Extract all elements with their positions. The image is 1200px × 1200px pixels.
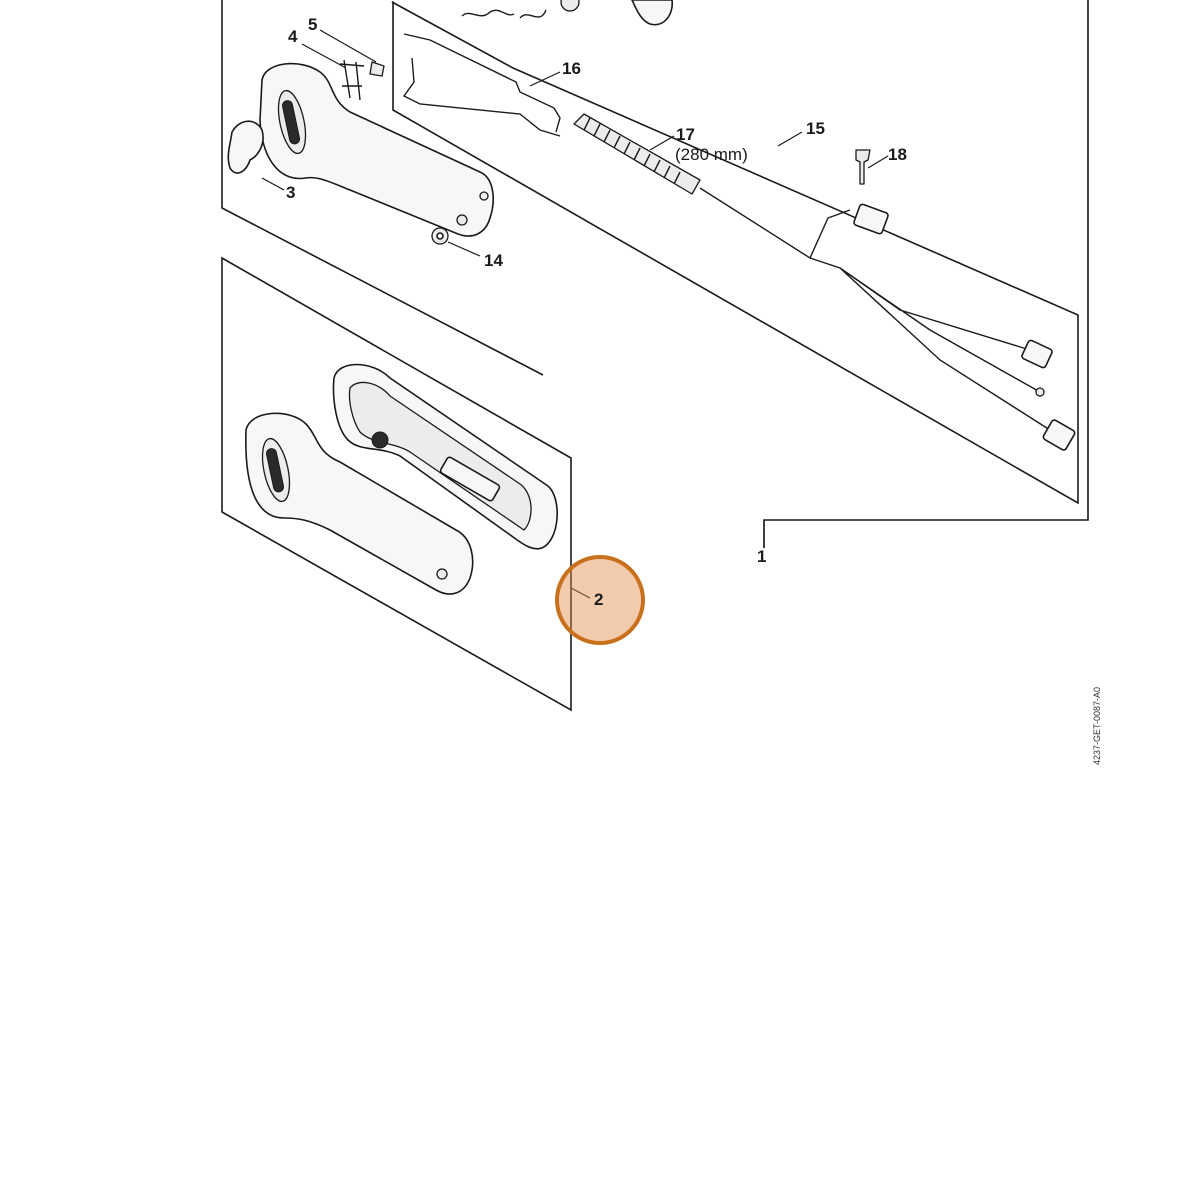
cable-kit-frame [391, 1, 1079, 505]
handle-half-rib [439, 456, 501, 502]
control-handle-upper [259, 62, 494, 237]
callout-14: 14 [484, 251, 503, 270]
handle-closed-slot-inner [265, 448, 285, 493]
callout-1: 1 [757, 547, 766, 566]
callout-2[interactable]: 2 [594, 590, 603, 609]
throttle-rod-part [402, 33, 561, 137]
connector-upper [853, 203, 889, 235]
assembly-frame-outline [763, 0, 1089, 548]
handle-slot-inner [281, 100, 301, 145]
handle-closed-hole [436, 568, 448, 580]
nut-part-hole [436, 232, 444, 240]
drawing-code: 4237-GET-0087-A0 [1092, 687, 1102, 765]
leader-15 [777, 131, 803, 147]
handle-set-frame [221, 256, 572, 712]
cable-length-note: (280 mm) [675, 145, 748, 164]
handle-half-boss [371, 431, 389, 449]
leader-3 [261, 177, 285, 191]
callout-5: 5 [308, 15, 317, 34]
callout-15: 15 [806, 119, 825, 138]
handle-end-top [631, 0, 674, 26]
callout-16: 16 [562, 59, 581, 78]
leader-16 [529, 71, 561, 87]
spring-part-top [461, 9, 547, 19]
roller-top [560, 0, 580, 12]
upper-left-frame [221, 0, 544, 376]
callout-18: 18 [888, 145, 907, 164]
leader-4 [301, 43, 347, 69]
wire-terminal [1035, 387, 1045, 397]
callout-4: 4 [288, 27, 298, 46]
callout-2-highlight[interactable] [555, 555, 645, 645]
handle-hole [456, 214, 468, 226]
leader-18 [867, 155, 889, 169]
handle-half-closed [245, 412, 474, 595]
handle-hole-2 [479, 191, 489, 201]
screw-part [855, 149, 871, 185]
connector-low [1042, 419, 1076, 451]
clip-part [339, 59, 365, 101]
connector-mid [1021, 339, 1053, 369]
lever-part [227, 120, 264, 174]
leader-2 [570, 587, 591, 599]
cable-coil-hatch [583, 117, 681, 185]
callout-17: 17 [676, 125, 695, 144]
leader-17 [649, 135, 675, 151]
wiring-harness-part [699, 187, 1051, 431]
callout-3: 3 [286, 183, 295, 202]
set-screw-part [369, 61, 385, 77]
leader-14 [447, 241, 481, 257]
leader-5 [319, 29, 377, 63]
